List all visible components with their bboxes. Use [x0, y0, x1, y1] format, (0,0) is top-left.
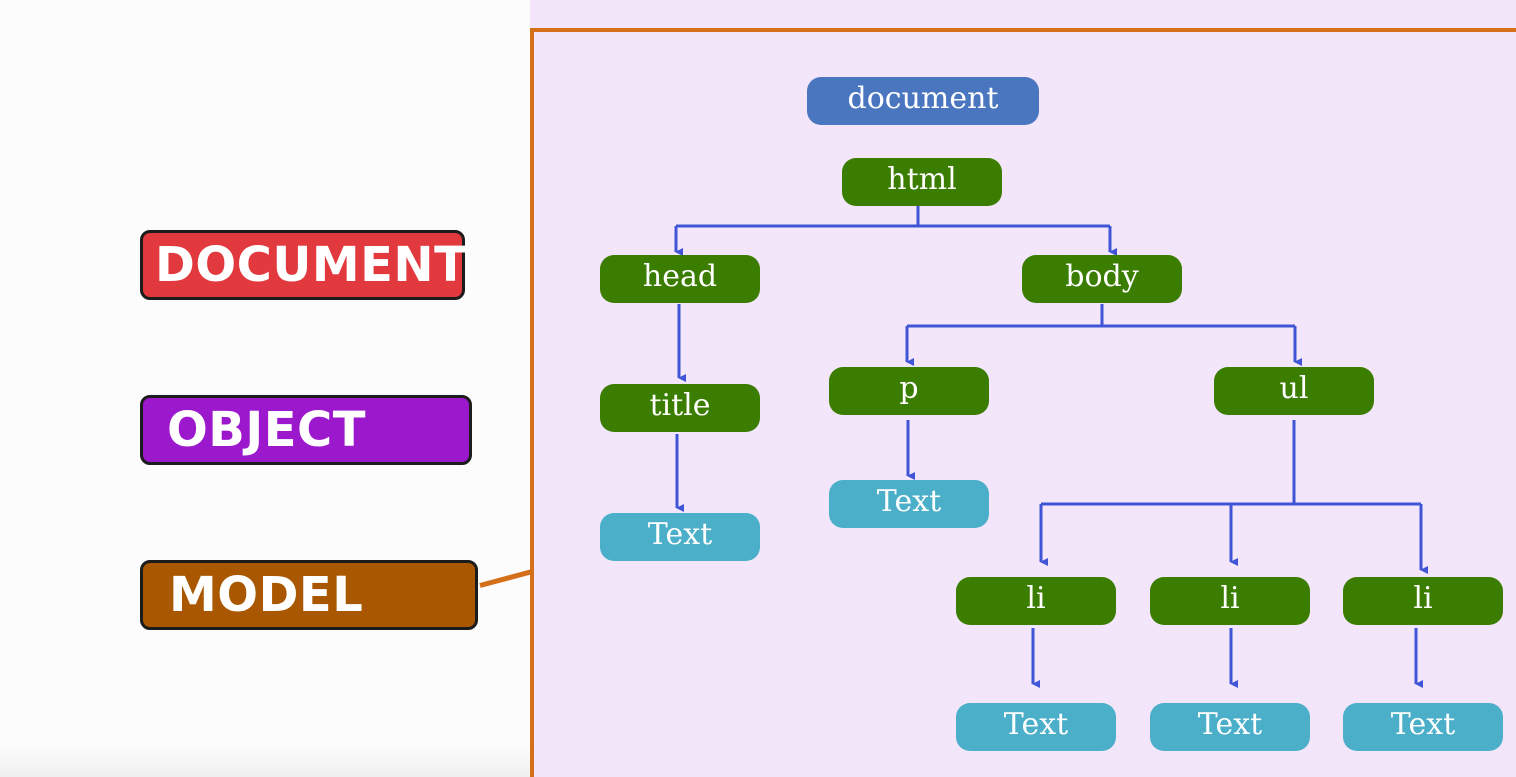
document-node: document: [807, 77, 1039, 125]
edge-html-children: [676, 206, 1110, 228]
li-node-3: li: [1343, 577, 1503, 625]
model-label: MODEL: [140, 560, 478, 630]
body-node: body: [1022, 255, 1182, 303]
edge-body-children: [907, 304, 1295, 328]
p-text-node: Text: [829, 480, 989, 528]
panel-top-strip: [530, 0, 1516, 28]
li-node-2: li: [1150, 577, 1310, 625]
head-node: head: [600, 255, 760, 303]
li-1-text-node: Text: [956, 703, 1116, 751]
html-node: html: [842, 158, 1002, 206]
p-node: p: [829, 367, 989, 415]
li-node-1: li: [956, 577, 1116, 625]
document-label: DOCUMENT: [140, 230, 467, 300]
head-text-node: Text: [600, 513, 760, 561]
li-3-text-node: Text: [1343, 703, 1503, 751]
ul-node: ul: [1214, 367, 1374, 415]
li-2-text-node: Text: [1150, 703, 1310, 751]
title-node: title: [600, 384, 760, 432]
object-label: OBJECT: [140, 395, 472, 465]
edge-ul-children: [1041, 420, 1421, 506]
background-shade: [0, 745, 530, 777]
